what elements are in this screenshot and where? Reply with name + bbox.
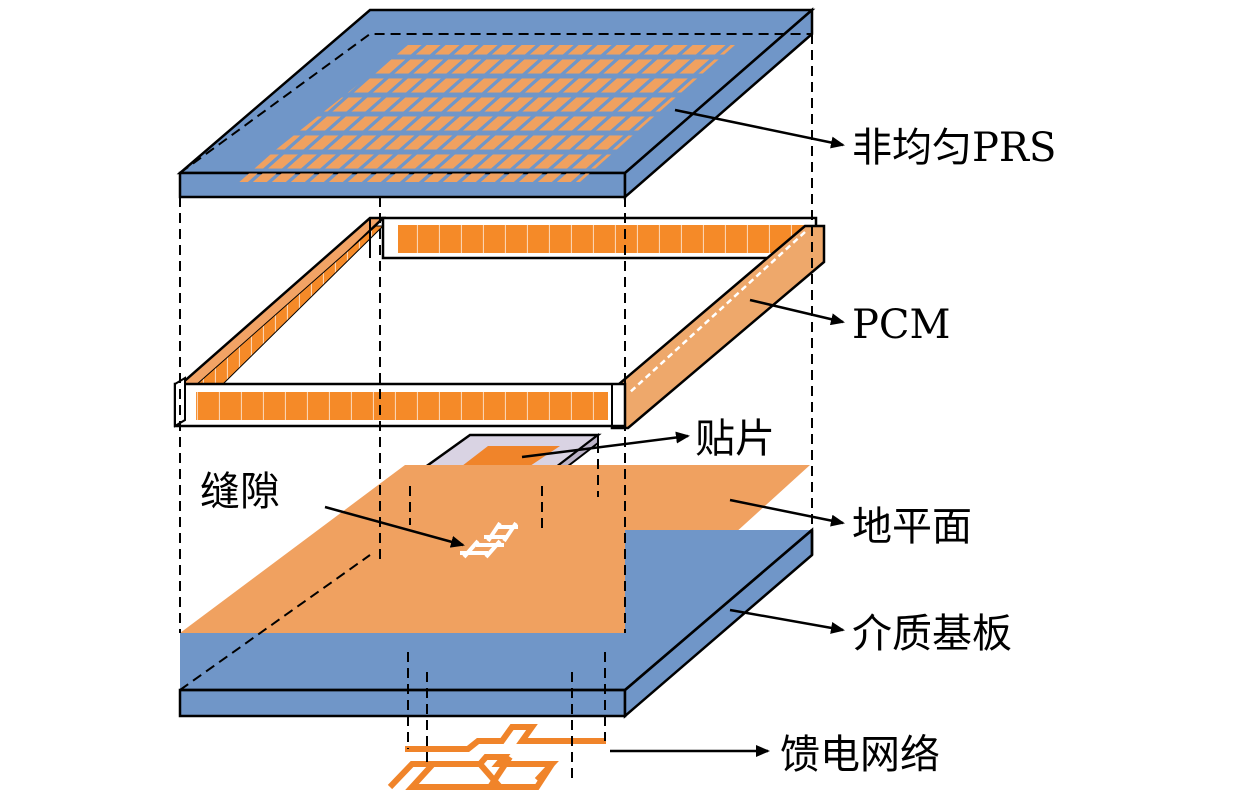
- callout-arrows: [324, 108, 845, 757]
- substrate-top-face: [180, 530, 812, 690]
- arrow-ground: [729, 498, 845, 527]
- arrow-pcm: [749, 298, 845, 326]
- label-ground: 地平面: [852, 504, 972, 550]
- pcm-frame: [173, 216, 826, 430]
- label-substrate: 介质基板: [852, 611, 1012, 657]
- substrate-layer: [178, 527, 814, 719]
- arrow-slot: [324, 505, 465, 548]
- label-patch: 贴片: [695, 416, 775, 462]
- label-slot: 缝隙: [200, 469, 280, 515]
- substrate-front-face: [178, 688, 627, 718]
- arrow-prs: [674, 108, 845, 149]
- feed-network: [387, 724, 606, 790]
- slot-shape: [460, 521, 518, 559]
- arrow-patch: [521, 431, 690, 459]
- label-prs: 非均匀PRS: [852, 125, 1056, 171]
- arrow-substrate: [729, 608, 845, 634]
- label-pcm: PCM: [852, 302, 950, 348]
- projection-lines: [179, 34, 813, 780]
- pcm-left-bar: [176, 216, 387, 387]
- label-feed: 馈电网络: [780, 732, 940, 778]
- prs-layer: [176, 7, 816, 200]
- patch-element: [462, 446, 560, 466]
